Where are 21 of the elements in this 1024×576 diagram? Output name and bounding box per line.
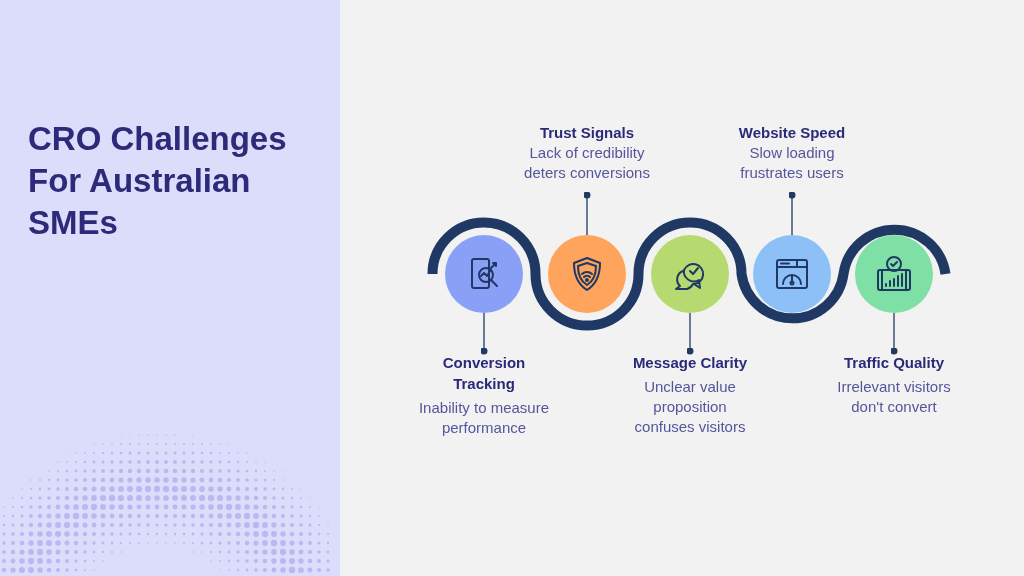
leader-line: [686, 312, 694, 355]
leader-line: [788, 191, 796, 236]
circle-badge: [651, 235, 729, 313]
challenge-heading: Traffic Quality: [844, 353, 944, 373]
challenge-description: Lack of credibility deters conversions: [523, 143, 651, 183]
title: CRO Challenges For Australian SMEs: [28, 119, 288, 243]
challenge-heading: Website Speed: [738, 123, 846, 143]
leader-line: [480, 312, 488, 355]
circle-badge: [753, 235, 831, 313]
circle-badge: [855, 235, 933, 313]
leader-line: [890, 312, 898, 355]
challenge-description: Irrelevant visitors don't convert: [836, 377, 952, 417]
challenge-heading: Message Clarity: [632, 353, 748, 373]
challenge-description: Inability to measure performance: [417, 398, 551, 438]
challenge-heading: Trust Signals: [539, 123, 635, 143]
circle-badge: [548, 235, 626, 313]
leader-line: [583, 191, 591, 236]
challenge-heading: Conversion Tracking: [441, 353, 527, 394]
challenge-description: Slow loading frustrates users: [739, 143, 845, 183]
circle-badge: [445, 235, 523, 313]
challenge-description: Unclear value proposition confuses visitors: [633, 377, 747, 437]
